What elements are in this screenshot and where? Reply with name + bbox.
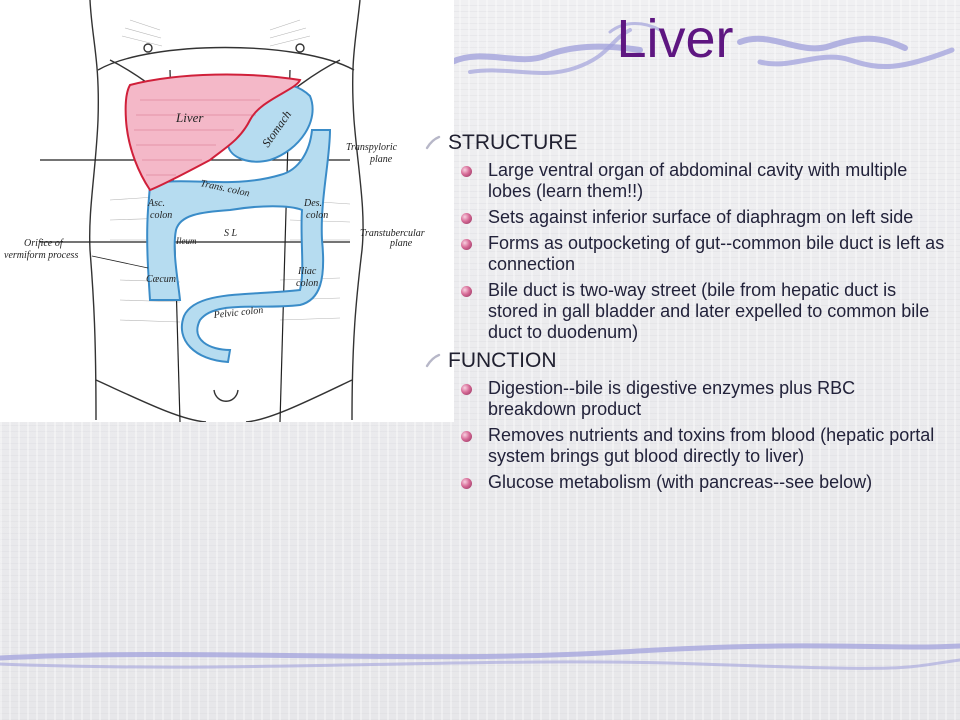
- label-iliac: Iliac: [297, 266, 317, 277]
- label-pelvic-colon: Pelvic colon: [212, 305, 264, 321]
- function-section: FUNCTION Digestion--bile is digestive en…: [418, 348, 948, 493]
- chest-arc: [97, 46, 355, 71]
- heading-tick-icon: [425, 353, 441, 368]
- title-swoosh-1: [449, 43, 643, 65]
- list-item: Forms as outpocketing of gut--common bil…: [461, 233, 948, 275]
- list-item-text: Forms as outpocketing of gut--common bil…: [488, 233, 945, 274]
- list-item: Digestion--bile is digestive enzymes plu…: [461, 378, 948, 420]
- structure-section: STRUCTURE Large ventral organ of abdomin…: [418, 130, 948, 343]
- colon-shape: [146, 129, 332, 364]
- label-asc: Asc.: [147, 198, 165, 209]
- bottom-swoosh-1: [0, 643, 960, 661]
- list-item-text: Digestion--bile is digestive enzymes plu…: [488, 378, 856, 419]
- liver-shape: [124, 73, 302, 192]
- nipple-right: [295, 43, 305, 53]
- label-iliac-2: colon: [296, 278, 318, 289]
- label-transtubercular-2: plane: [389, 238, 413, 249]
- slide-title: Liver: [616, 9, 734, 69]
- bullet-icon: [461, 478, 472, 489]
- structure-heading-label: STRUCTURE: [448, 131, 578, 154]
- torso-outline-right: [351, 0, 364, 421]
- label-caecum: Cæcum: [146, 274, 176, 285]
- structure-list: Large ventral organ of abdominal cavity …: [418, 160, 948, 343]
- label-sl: S L: [224, 228, 238, 239]
- torso-outline-left: [88, 0, 100, 421]
- label-transtubercular: Transtubercular: [360, 228, 425, 239]
- label-transpyloric: Transpyloric: [346, 142, 398, 153]
- bullet-icon: [461, 431, 472, 442]
- slide-content: STRUCTURE Large ventral organ of abdomin…: [418, 130, 948, 498]
- abdomen-figure: Liver Stomach Transpyloric plane Trans. …: [0, 0, 454, 423]
- list-item-text: Bile duct is two-way street (bile from h…: [488, 280, 930, 342]
- list-item-text: Glucose metabolism (with pancreas--see b…: [488, 472, 873, 492]
- thigh-gap: [213, 389, 239, 402]
- function-list: Digestion--bile is digestive enzymes plu…: [418, 378, 948, 493]
- title-swoosh-4: [757, 47, 955, 69]
- label-asc-2: colon: [150, 210, 172, 221]
- bottom-swoosh-2: [0, 658, 960, 670]
- list-item-text: Large ventral organ of abdominal cavity …: [488, 160, 908, 201]
- label-des-2: colon: [306, 210, 328, 221]
- pelvis-right: [245, 379, 353, 423]
- label-orifice: Orifice of: [24, 238, 64, 249]
- nipple-left: [143, 43, 153, 53]
- title-swoosh-3: [737, 35, 908, 52]
- title-swoosh-5: [608, 22, 662, 34]
- bullet-icon: [461, 239, 472, 250]
- list-item: Large ventral organ of abdominal cavity …: [461, 160, 948, 202]
- list-item: Bile duct is two-way street (bile from h…: [461, 280, 948, 343]
- label-orifice-2: vermiform process: [4, 250, 78, 261]
- bullet-icon: [461, 213, 472, 224]
- abdomen-diagram: Liver Stomach Transpyloric plane Trans. …: [4, 0, 425, 423]
- orifice-pointer-line: [91, 255, 149, 269]
- list-item-text: Removes nutrients and toxins from blood …: [488, 425, 935, 466]
- title-swoosh-2: [468, 28, 632, 75]
- label-ileum: Ileum: [175, 236, 197, 246]
- bullet-icon: [461, 166, 472, 177]
- label-liver: Liver: [175, 110, 204, 125]
- label-transpyloric-2: plane: [369, 154, 393, 165]
- pelvis-left: [95, 379, 207, 423]
- structure-heading: STRUCTURE: [418, 130, 948, 156]
- heading-tick-icon: [425, 135, 441, 150]
- bullet-icon: [461, 384, 472, 395]
- list-item: Removes nutrients and toxins from blood …: [461, 425, 948, 467]
- list-item: Glucose metabolism (with pancreas--see b…: [461, 472, 948, 493]
- list-item: Sets against inferior surface of diaphra…: [461, 207, 948, 228]
- function-heading-label: FUNCTION: [448, 349, 557, 372]
- bullet-icon: [461, 286, 472, 297]
- list-item-text: Sets against inferior surface of diaphra…: [488, 207, 914, 227]
- function-heading: FUNCTION: [418, 348, 948, 374]
- label-des: Des.: [303, 198, 322, 209]
